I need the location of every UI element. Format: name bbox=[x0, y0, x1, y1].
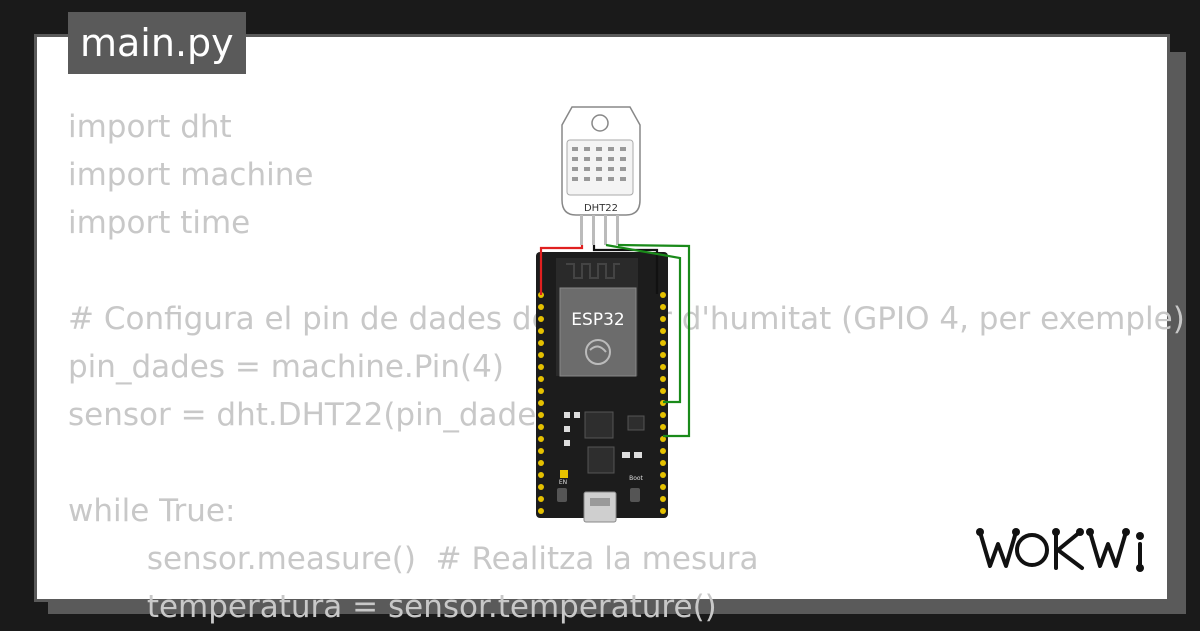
boot-button[interactable] bbox=[630, 488, 640, 502]
code-line: sensor.measure() # Realitza la mesura bbox=[68, 541, 759, 577]
boot-label: Boot bbox=[629, 475, 643, 482]
wokwi-logo bbox=[976, 528, 1144, 572]
esp32-board[interactable]: ESP32 EN Boot bbox=[536, 252, 668, 523]
circuit-diagram: DHT22 ESP32 EN Boot bbox=[536, 106, 691, 523]
code-line: pin_dades = machine.Pin(4) bbox=[68, 349, 504, 385]
dht22-sensor[interactable]: DHT22 bbox=[561, 106, 641, 245]
wires bbox=[539, 243, 691, 438]
code-line: temperatura = sensor.temperature() bbox=[68, 589, 717, 625]
code-line: import time bbox=[68, 205, 251, 241]
data-wire-a bbox=[605, 243, 682, 404]
data-wire-b bbox=[617, 243, 691, 438]
en-button[interactable] bbox=[557, 488, 567, 502]
power-wire bbox=[539, 245, 584, 295]
sensor-label: DHT22 bbox=[584, 203, 618, 214]
file-tab[interactable]: main.py bbox=[68, 12, 246, 74]
code-line: import machine bbox=[68, 157, 314, 193]
code-line: sensor = dht.DHT22(pin_dades) bbox=[68, 397, 565, 433]
ground-wire bbox=[592, 245, 659, 294]
board-label: ESP32 bbox=[571, 310, 624, 330]
en-label: EN bbox=[559, 479, 567, 486]
code-line: import dht bbox=[68, 109, 232, 145]
code-line: while True: bbox=[68, 493, 236, 529]
